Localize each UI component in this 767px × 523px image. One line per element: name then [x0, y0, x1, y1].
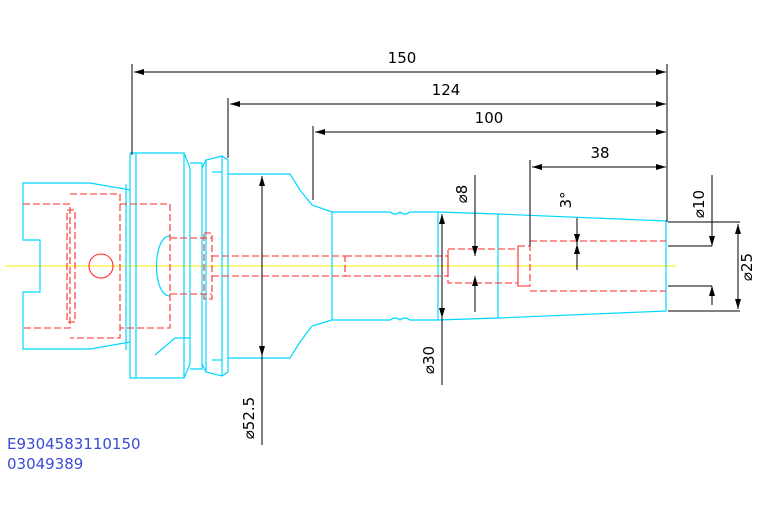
dim-label-124: 124 [432, 81, 461, 99]
dim-label-dia8: ⌀8 [453, 185, 471, 204]
extension-lines [131, 64, 740, 312]
coolant-hole [88, 253, 114, 279]
dim-label-38: 38 [590, 144, 609, 162]
dim-label-150: 150 [388, 49, 417, 67]
dim-label-dia30: ⌀30 [420, 346, 438, 374]
holder-outline [22, 152, 667, 379]
order-number: 03049389 [7, 455, 83, 473]
dim-label-dia10: ⌀10 [690, 190, 708, 218]
part-number: E9304583110150 [7, 435, 141, 453]
dim-label-dia52: ⌀52.5 [240, 397, 258, 439]
dim-label-dia25: ⌀25 [738, 253, 756, 281]
dim-label-100: 100 [475, 109, 504, 127]
internal-hidden-lines [23, 193, 666, 339]
dim-label-angle: 3° [557, 191, 575, 208]
